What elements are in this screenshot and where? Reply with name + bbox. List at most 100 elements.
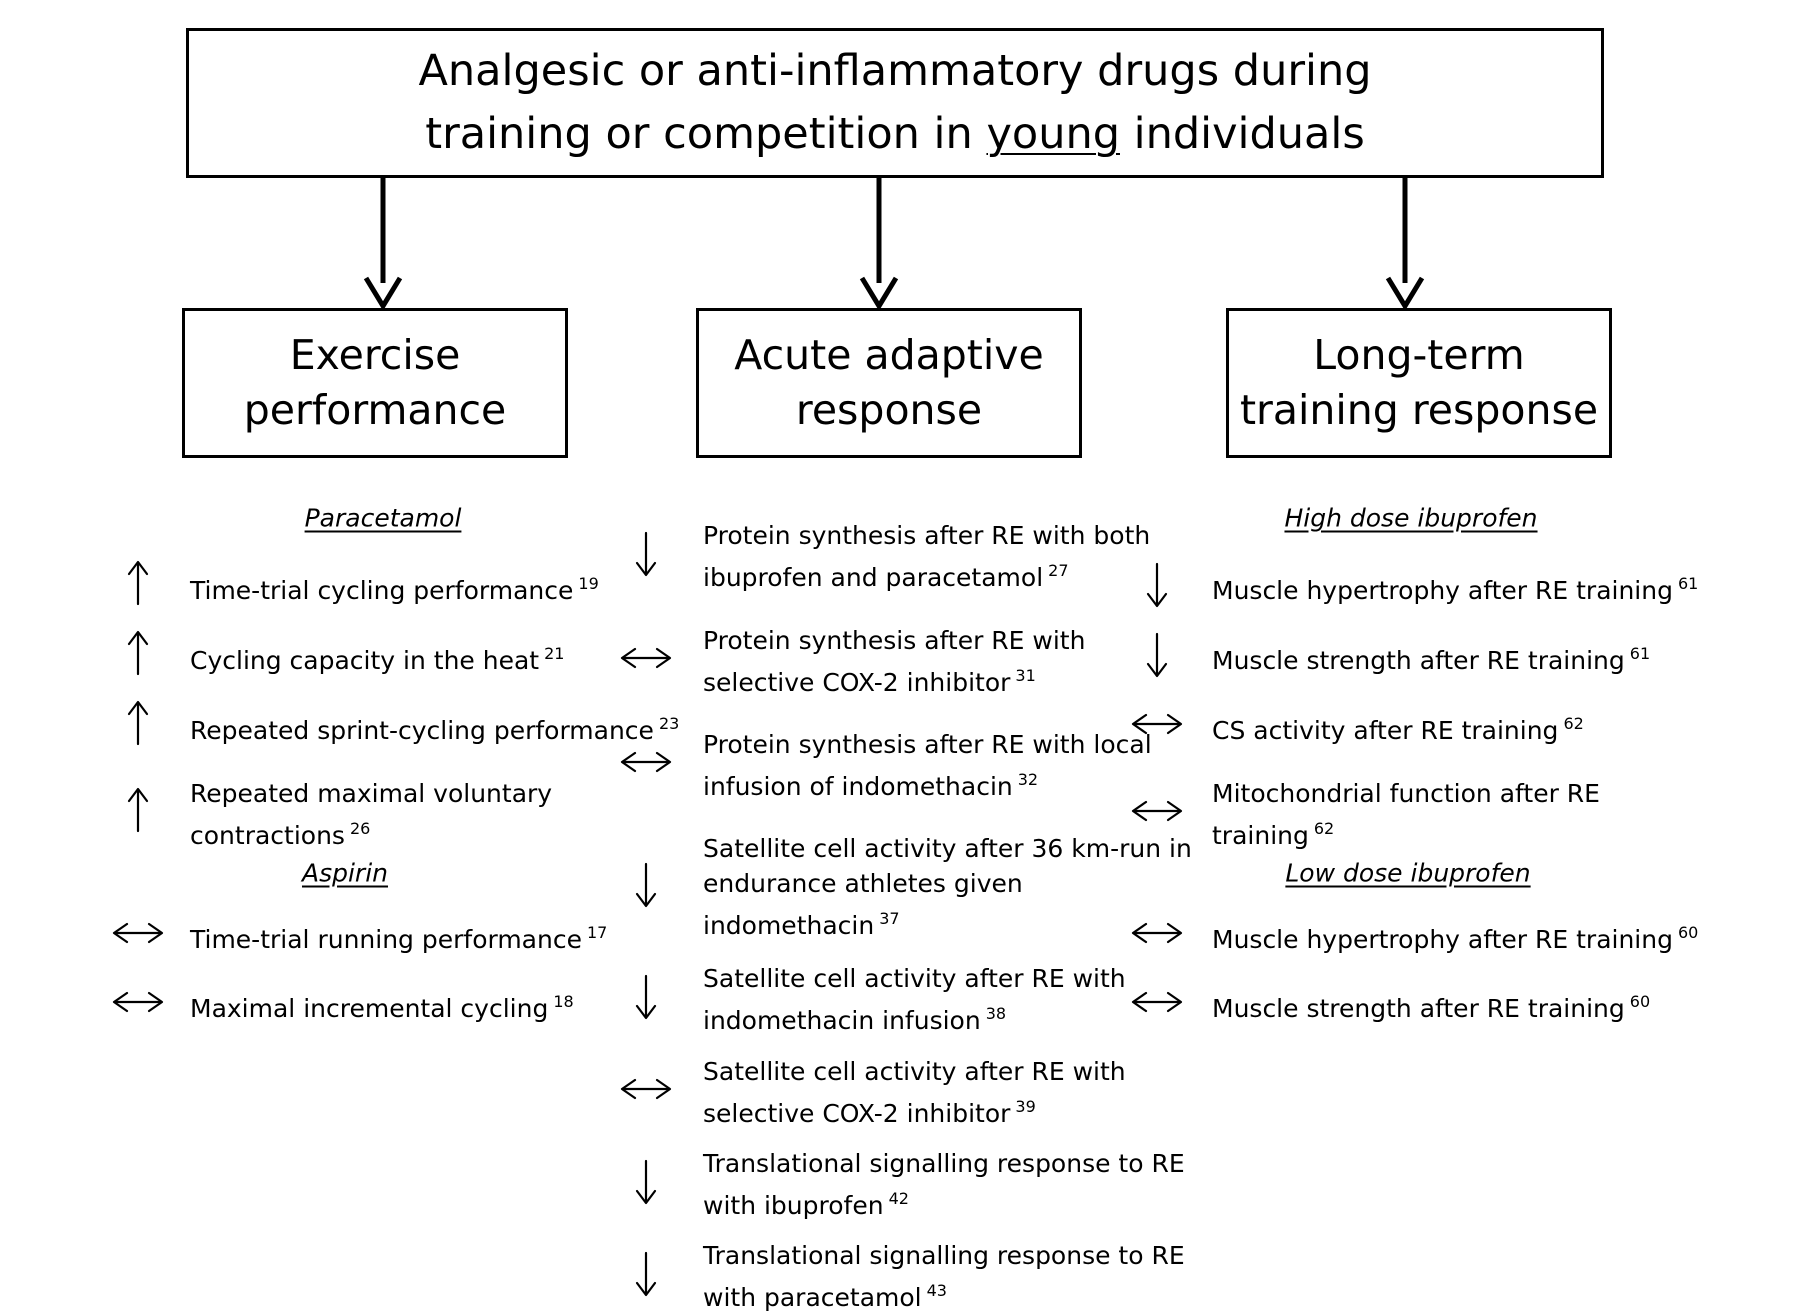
decrease-arrow-icon [1146,562,1168,607]
finding-item: Translational signalling response to RE … [703,1238,1185,1315]
no-change-arrow-icon [1131,991,1183,1012]
finding-label: CS activity after RE training [1212,716,1559,745]
category-label: Long-term training response [1239,331,1599,434]
finding-item: Translational signalling response to RE … [703,1146,1185,1223]
decrease-arrow-icon [635,531,657,577]
finding-text: Satellite cell activity after RE with in… [703,961,1126,1038]
reference-number: 31 [1015,666,1036,685]
finding-label: Repeated maximal voluntary contractions [190,779,553,850]
title-emphasis-young: young [986,109,1120,159]
reference-number: 23 [658,714,680,733]
finding-item: Mitochondrial function after RE training… [1212,776,1600,853]
finding-label: Protein synthesis after RE with local in… [703,730,1152,801]
reference-number: 62 [1563,714,1584,733]
finding-label: Maximal incremental cycling [190,994,549,1023]
reference-number: 60 [1629,992,1651,1011]
finding-text: Protein synthesis after RE with local in… [703,727,1152,804]
finding-label: Protein synthesis after RE with selectiv… [703,626,1086,697]
reference-number: 21 [544,644,565,663]
decrease-arrow-icon [635,1159,657,1205]
finding-item: Satellite cell activity after RE with in… [703,961,1126,1038]
category-box-long-term-training-response: Long-term training response [1226,308,1612,458]
drug-section-heading: High dose ibuprofen [1284,503,1538,533]
decrease-arrow-icon [635,974,657,1020]
reference-number: 60 [1677,923,1699,942]
title-line-2-end: individuals [1120,109,1365,159]
category-label: Acute adaptive response [734,331,1044,434]
no-change-arrow-icon [112,991,164,1012]
increase-arrow-icon [127,700,149,745]
finding-label: Repeated sprint-cycling performance [190,716,654,745]
finding-label: Translational signalling response to RE … [703,1149,1185,1220]
reference-number: 39 [1015,1097,1036,1116]
no-change-arrow-icon [1131,713,1183,734]
no-change-arrow-icon [1131,922,1183,943]
reference-number: 26 [349,819,371,838]
reference-number: 62 [1313,819,1335,838]
category-box-exercise-performance: Exercise performance [182,308,568,458]
reference-number: 18 [553,992,574,1011]
reference-number: 19 [578,574,599,593]
arrowhead-exercise-performance [363,276,403,311]
increase-arrow-icon [127,630,149,675]
no-change-arrow-icon [620,751,672,773]
reference-number: 61 [1677,574,1699,593]
drug-section-heading: Paracetamol [304,503,462,533]
title-line-2-start: training or competition in [425,109,987,159]
finding-text: Mitochondrial function after RE training… [1212,776,1600,853]
finding-label: Muscle strength after RE training [1212,646,1625,675]
arrowhead-acute-adaptive-response [859,276,899,311]
finding-label: Time-trial running performance [190,925,582,954]
category-box-acute-adaptive-response: Acute adaptive response [696,308,1082,458]
finding-label: Cycling capacity in the heat [190,646,540,675]
finding-label: Time-trial cycling performance [190,576,574,605]
finding-label: Muscle hypertrophy after RE training [1212,925,1673,954]
drug-section-heading: Aspirin [301,858,389,888]
no-change-arrow-icon [1131,800,1183,822]
reference-number: 37 [879,909,900,928]
finding-text: Translational signalling response to RE … [703,1238,1185,1315]
reference-number: 38 [985,1004,1007,1023]
decrease-arrow-icon [635,1251,657,1297]
drug-section-heading: Low dose ibuprofen [1285,858,1531,888]
title-box: Analgesic or anti-inflammatory drugs dur… [186,28,1604,178]
finding-item: Satellite cell activity after 36 km-run … [703,831,1192,943]
reference-number: 17 [586,923,608,942]
finding-label: Translational signalling response to RE … [703,1241,1185,1312]
finding-label: Muscle strength after RE training [1212,994,1625,1023]
finding-item: Protein synthesis after RE with local in… [703,727,1152,804]
finding-label: Protein synthesis after RE with both ibu… [703,521,1151,592]
arrowhead-long-term-training-response [1385,276,1425,311]
no-change-arrow-icon [112,922,164,943]
finding-label: Satellite cell activity after 36 km-run … [703,834,1192,940]
increase-arrow-icon [127,560,149,605]
no-change-arrow-icon [620,1078,672,1100]
finding-text: Satellite cell activity after RE with se… [703,1054,1126,1131]
title-text: Analgesic or anti-inflammatory drugs dur… [419,40,1372,166]
reference-number: 42 [888,1189,909,1208]
reference-number: 27 [1048,561,1069,580]
finding-item: Protein synthesis after RE with both ibu… [703,518,1150,595]
finding-text: Protein synthesis after RE with both ibu… [703,518,1150,595]
